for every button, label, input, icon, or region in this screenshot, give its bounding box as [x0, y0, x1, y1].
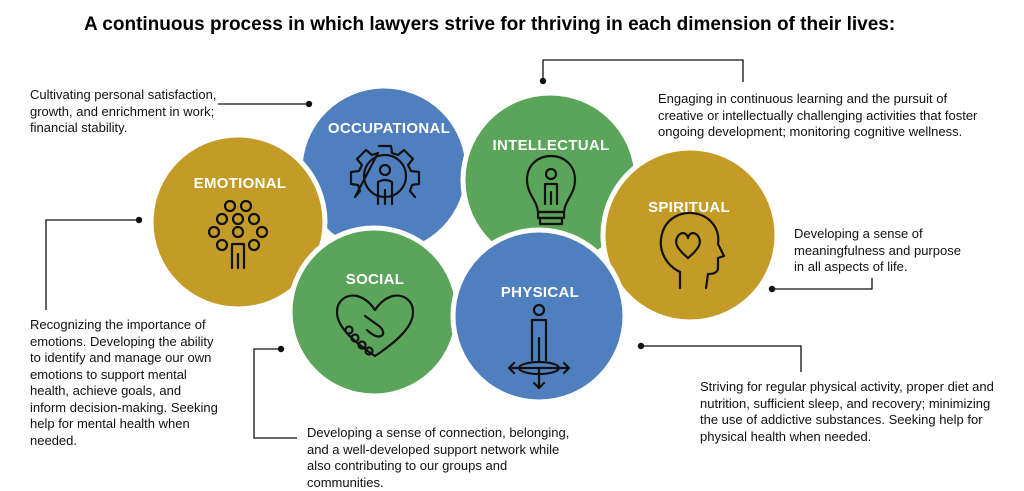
description-social: Developing a sense of connection, belong… [307, 425, 570, 490]
lightbulb-person-icon [525, 154, 577, 226]
leader-social [253, 348, 297, 439]
label-emotional: EMOTIONAL [194, 175, 287, 192]
label-occupational: OCCUPATIONAL [328, 120, 450, 137]
person-arrows-icon [507, 303, 571, 390]
leader-emotional [45, 219, 139, 310]
label-spiritual: SPIRITUAL [648, 199, 730, 216]
handshake-heart-icon [335, 294, 415, 358]
description-spiritual: Developing a sense of meaningfulness and… [794, 226, 961, 274]
leader-dot-occupational [305, 100, 313, 108]
circle-social-disk [287, 225, 461, 399]
leader-spiritual [772, 278, 873, 290]
circle-emotional [148, 132, 328, 312]
label-intellectual: INTELLECTUAL [493, 137, 610, 154]
leader-dot-intellectual [539, 77, 547, 85]
description-physical: Striving for regular physical activity, … [700, 379, 994, 444]
circle-emotional-disk [148, 132, 328, 312]
circle-social [287, 225, 461, 399]
leader-dot-spiritual [768, 285, 776, 293]
head-heart-icon [659, 211, 726, 290]
description-occupational: Cultivating personal satisfaction, growt… [30, 87, 217, 135]
gear-person-icon [349, 144, 421, 206]
label-social: SOCIAL [346, 271, 404, 288]
leader-dot-social [277, 345, 285, 353]
page-title: A continuous process in which lawyers st… [84, 14, 896, 35]
description-emotional: Recognizing the importance of emotions. … [30, 317, 218, 448]
leader-physical [641, 345, 802, 372]
leader-dot-emotional [135, 216, 143, 224]
network-person-icon [207, 199, 269, 270]
label-physical: PHYSICAL [501, 284, 579, 301]
description-intellectual: Engaging in continuous learning and the … [658, 91, 978, 139]
leader-intellectual [542, 59, 744, 82]
leader-dot-physical [637, 342, 645, 350]
